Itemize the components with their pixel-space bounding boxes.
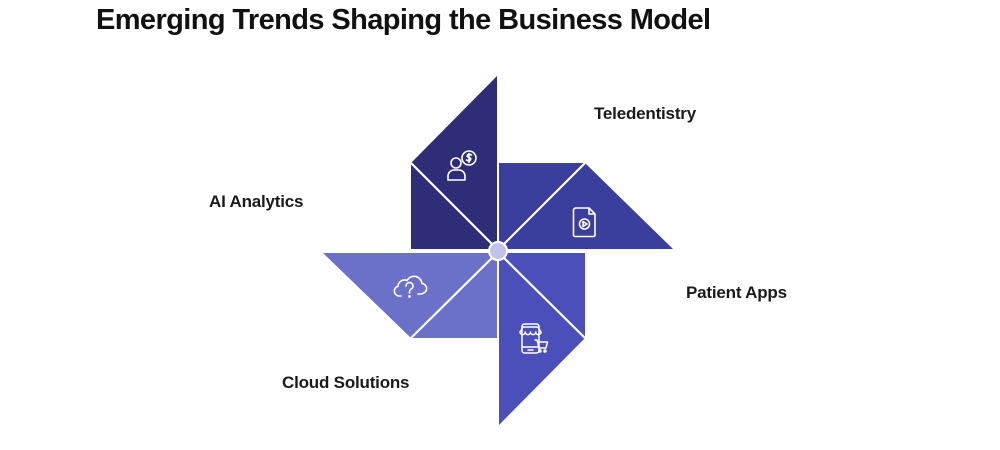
blade-ai-analytics [410, 76, 498, 250]
blade-divider [498, 252, 586, 339]
mobile-shop-cart-icon [519, 323, 549, 354]
label-patient-apps: Patient Apps [686, 283, 787, 302]
blade-ai-analytics-shape [411, 76, 497, 249]
blade-divider [410, 162, 498, 250]
blade-teledentistry-shape [499, 163, 673, 249]
blade-patient-apps-shape [499, 253, 585, 425]
label-cloud-solutions: Cloud Solutions [282, 373, 410, 392]
blade-teledentistry [498, 162, 673, 250]
cloud-question-icon [393, 275, 428, 298]
blade-patient-apps [498, 252, 586, 425]
user-dollar-icon [447, 150, 477, 181]
blade-divider [498, 162, 586, 250]
video-file-icon [572, 207, 596, 238]
label-teledentistry: Teledentistry [594, 104, 696, 123]
blade-divider [410, 252, 498, 339]
label-ai-analytics: AI Analytics [209, 192, 304, 211]
page-title: Emerging Trends Shaping the Business Mod… [96, 4, 711, 36]
center-hub [488, 241, 508, 261]
